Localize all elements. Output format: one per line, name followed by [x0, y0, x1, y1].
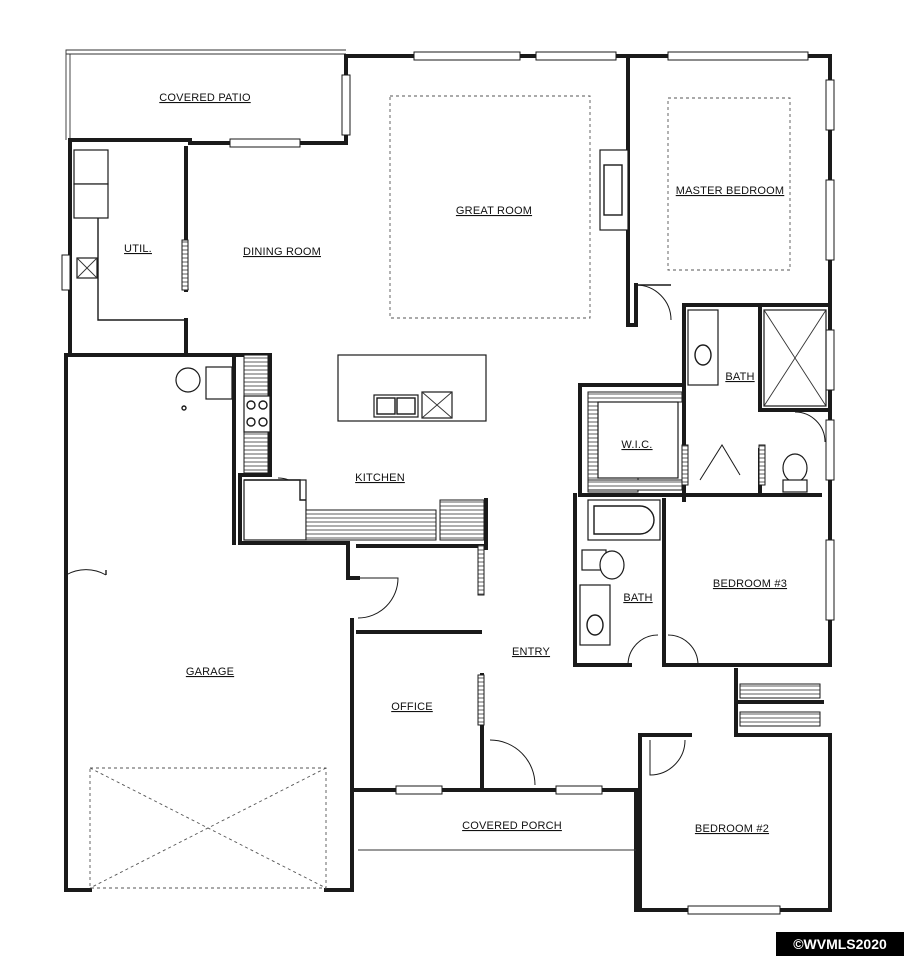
- label-bedroom-2: BEDROOM #2: [695, 823, 769, 835]
- hall-bath-fixtures: [579, 499, 661, 646]
- room-labels: COVERED PATIO UTIL. DINING ROOM GREAT RO…: [124, 92, 787, 835]
- label-dining-room: DINING ROOM: [243, 246, 321, 258]
- label-util: UTIL.: [124, 243, 152, 255]
- windows: [61, 51, 835, 915]
- label-office: OFFICE: [391, 701, 433, 713]
- covered-patio-outline: [65, 49, 346, 140]
- label-garage: GARAGE: [186, 666, 234, 678]
- label-covered-patio: COVERED PATIO: [159, 92, 251, 104]
- label-master-bath: BATH: [725, 371, 754, 383]
- label-covered-porch: COVERED PORCH: [462, 820, 562, 832]
- watermark-badge: ©WVMLS2020: [776, 932, 904, 956]
- label-bedroom-3: BEDROOM #3: [713, 578, 787, 590]
- label-entry: ENTRY: [512, 646, 551, 658]
- door-jambs: [181, 239, 766, 726]
- garage-door: [89, 767, 327, 889]
- bedroom-closets: [739, 683, 821, 727]
- interior-walls: [68, 146, 832, 912]
- utility-fixtures: [73, 149, 233, 411]
- label-hall-bath: BATH: [623, 592, 652, 604]
- ceiling-outlines: [389, 95, 791, 319]
- label-master-bedroom: MASTER BEDROOM: [676, 185, 785, 197]
- label-kitchen: KITCHEN: [355, 472, 405, 484]
- label-wic: W.I.C.: [621, 439, 652, 451]
- label-great-room: GREAT ROOM: [456, 205, 532, 217]
- master-bath-fixtures: [587, 309, 827, 493]
- kitchen-cabinets: [243, 354, 487, 541]
